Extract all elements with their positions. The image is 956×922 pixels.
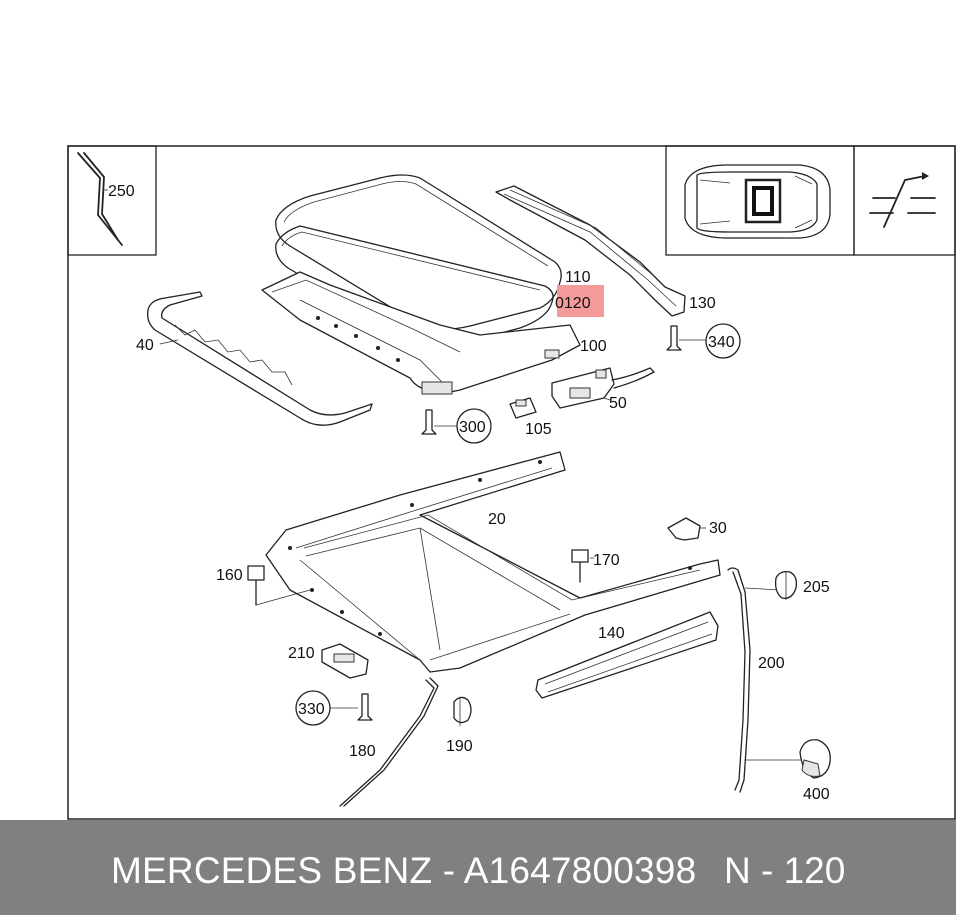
screw-300 [421,409,458,435]
callout-140: 140 [598,625,625,642]
clip-190 [453,696,472,726]
main-frame-20 [265,451,721,673]
grommet-400 [799,739,831,779]
callout-200: 200 [758,655,785,672]
callout-circle-330 [295,690,331,726]
bolt-160 [247,565,311,606]
callout-170: 170 [593,552,620,569]
callout-100: 100 [580,338,607,355]
screw-330 [330,693,373,721]
callout-120: 0120 [555,295,591,312]
footer-banner: MERCEDES BENZ - A1647800398 N - 120 [0,820,956,915]
diagram-frame [67,145,956,820]
bracket-30 [667,517,706,541]
drain-rail-140 [535,611,719,699]
callout-50: 50 [609,395,627,412]
callout-190: 190 [446,738,473,755]
callout-105: 105 [525,421,552,438]
callout-30: 30 [709,520,727,537]
callout-210: 210 [288,645,315,662]
guide-rail-130 [495,185,686,317]
clip-205 [774,570,798,600]
callout-300: 300 [459,419,486,436]
callout-180: 180 [349,743,376,760]
callout-40: 40 [136,337,154,354]
drain-tube-180 [339,677,439,807]
callout-circle-300 [456,408,492,444]
glass-panel-110 [275,174,562,330]
screw-340 [666,325,706,351]
callout-130: 130 [689,295,716,312]
carrier-frame-100 [261,271,581,395]
callout-400: 400 [803,786,830,803]
bolt-170 [571,549,594,583]
callout-highlight [557,285,604,317]
callout-205: 205 [803,579,830,596]
wind-deflector-40 [147,291,373,426]
drain-hose-200 [727,567,808,793]
motor-50 [551,367,655,409]
callout-circle-340 [705,323,741,359]
footer-part-number: MERCEDES BENZ - A1647800398 [111,850,697,891]
callout-20: 20 [488,511,506,528]
bracket-105 [509,397,537,419]
callout-250: 250 [108,183,135,200]
seal-frame-120 [275,225,554,348]
callout-330: 330 [298,701,325,718]
control-unit-210 [321,643,369,679]
callout-340: 340 [708,334,735,351]
callout-160: 160 [216,567,243,584]
inset-vehicle-top-view [665,145,855,256]
inset-seal-250: 250 [67,145,157,256]
inset-symbol [853,145,956,256]
callout-110: 110 [565,269,591,286]
footer-page-ref: N - 120 [724,850,846,891]
